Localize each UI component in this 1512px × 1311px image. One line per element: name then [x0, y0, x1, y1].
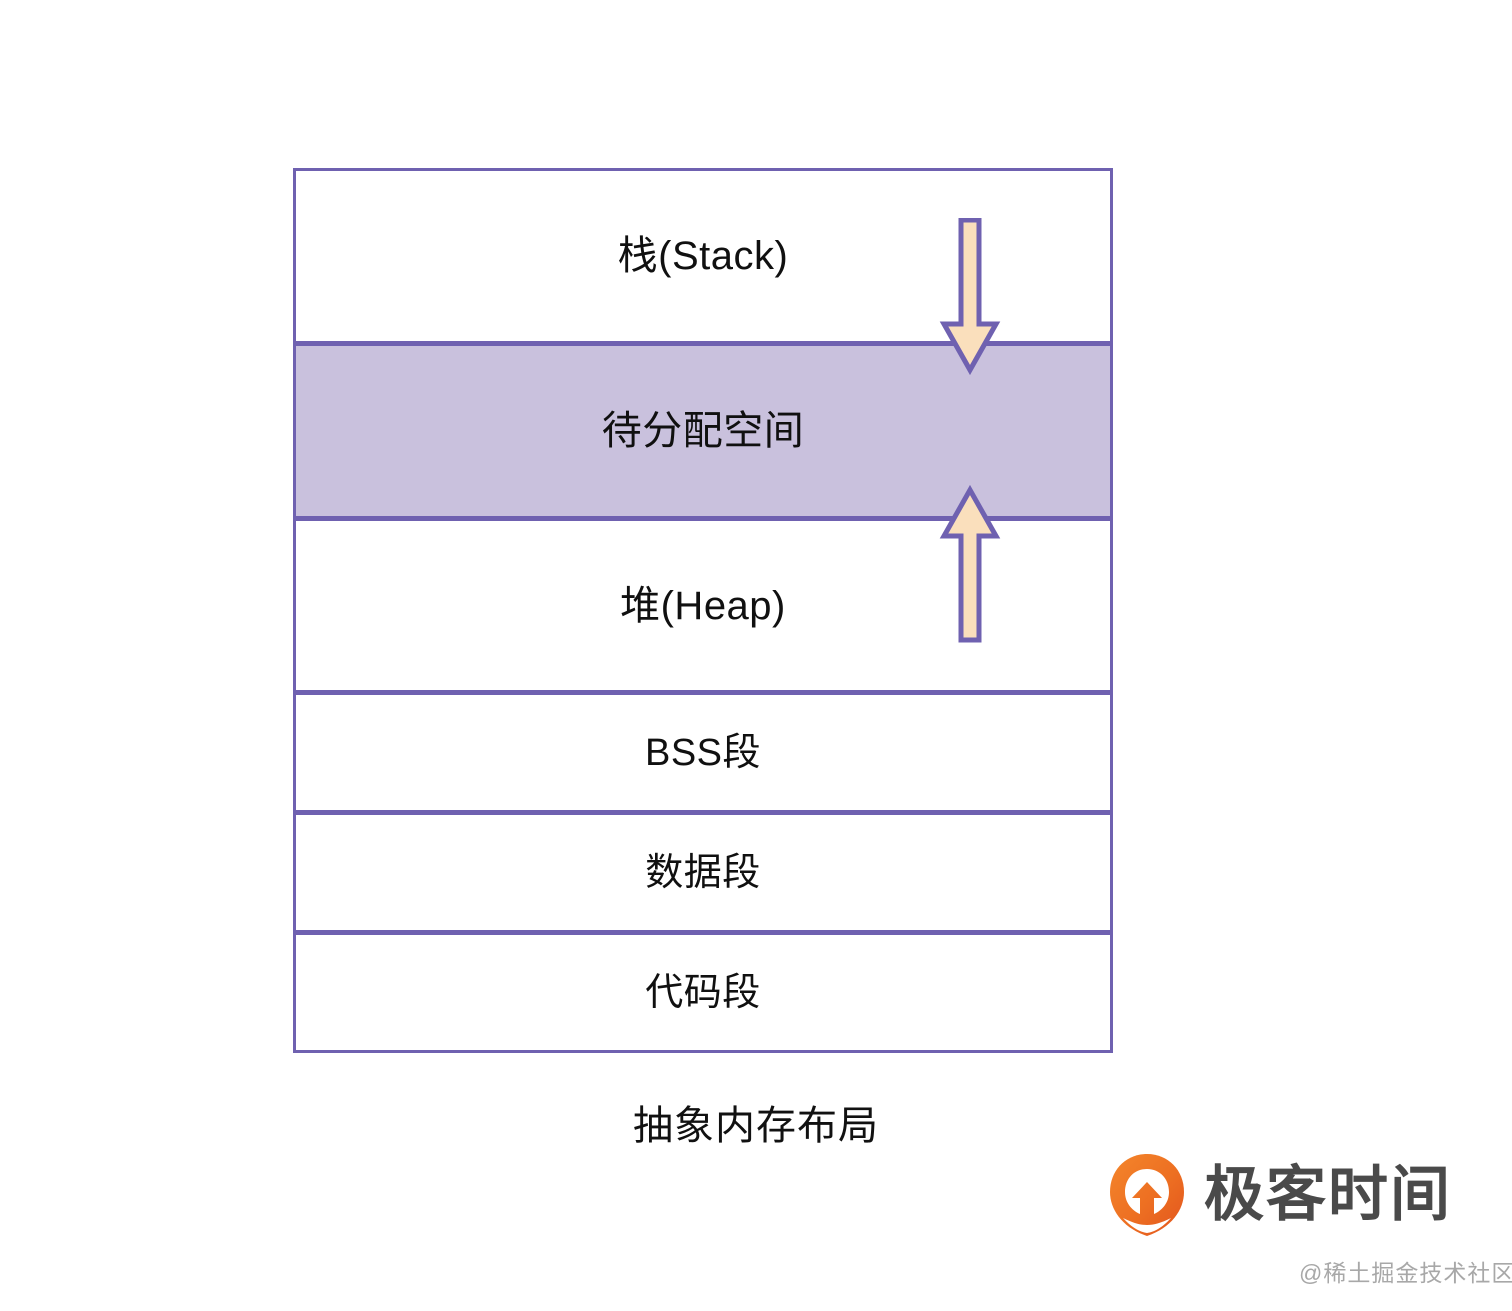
segment-row-heap: 堆(Heap)	[293, 518, 1113, 693]
segment-row-code: 代码段	[293, 932, 1113, 1053]
segment-row-bss: BSS段	[293, 692, 1113, 813]
segment-label-heap: 堆(Heap)	[620, 583, 786, 628]
site-watermark: @稀土掘金技术社区	[1299, 1260, 1512, 1286]
brand-block: 极客时间	[1108, 1152, 1452, 1238]
segment-label-data: 数据段	[645, 851, 761, 894]
segment-row-stack: 栈(Stack)	[293, 168, 1113, 344]
segment-label-bss: BSS段	[644, 731, 762, 774]
segment-label-code: 代码段	[645, 971, 761, 1014]
geektime-logo-icon	[1110, 1154, 1184, 1236]
segment-label-free-space: 待分配空间	[601, 409, 805, 453]
segment-label-stack: 栈(Stack)	[617, 234, 789, 278]
brand-name: 极客时间	[1204, 1161, 1452, 1228]
diagram-caption: 抽象内存布局	[633, 1104, 879, 1148]
memory-layout-diagram: 栈(Stack) 待分配空间 堆(Heap) BSS段 数据段 代码段	[293, 168, 1113, 1053]
segment-row-free-space: 待分配空间	[293, 343, 1113, 519]
segment-row-data: 数据段	[293, 812, 1113, 933]
